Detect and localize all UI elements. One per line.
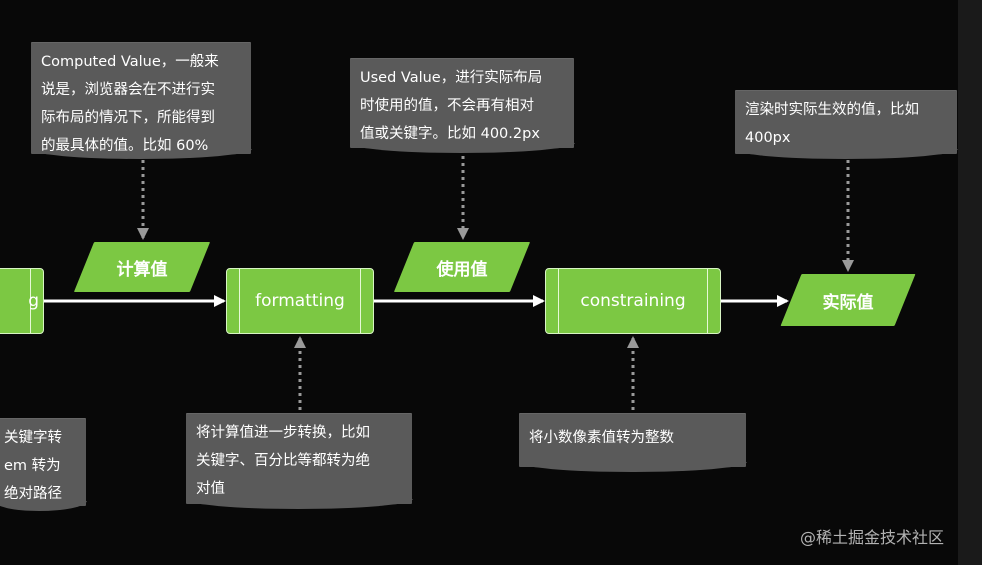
process-left-label: g xyxy=(28,291,39,311)
note-computed-text: Computed Value，一般来 说是，浏览器会在不进行实 际布局的情况下，… xyxy=(41,54,219,154)
process-constraining: constraining xyxy=(545,268,721,334)
process-bar xyxy=(707,269,708,333)
note-formatting-text: 将计算值进一步转换，比如 关键字、百分比等都转为绝 对值 xyxy=(196,425,370,497)
note-used-text: Used Value，进行实际布局 时使用的值，不会再有相对 值或关键字。比如 … xyxy=(360,70,543,142)
value-computed-label: 计算值 xyxy=(116,259,168,280)
value-actual-label: 实际值 xyxy=(822,292,874,313)
side-strip xyxy=(958,0,982,565)
value-used-label: 使用值 xyxy=(436,259,488,280)
note-computed-value: Computed Value，一般来 说是，浏览器会在不进行实 际布局的情况下，… xyxy=(31,42,251,154)
note-constraining-text: 将小数像素值转为整数 xyxy=(529,430,674,446)
watermark: @稀土掘金技术社区 xyxy=(800,528,945,547)
process-formatting: formatting xyxy=(226,268,374,334)
note-left-text: 关键字转 em 转为 绝对路径 xyxy=(4,430,62,502)
value-computed: 计算值 xyxy=(73,242,211,292)
note-formatting: 将计算值进一步转换，比如 关键字、百分比等都转为绝 对值 xyxy=(186,413,412,504)
process-bar xyxy=(360,269,361,333)
process-constraining-label: constraining xyxy=(580,291,686,311)
process-formatting-label: formatting xyxy=(255,291,345,311)
note-left-partial: 关键字转 em 转为 绝对路径 xyxy=(0,418,86,506)
process-bar xyxy=(239,269,240,333)
value-actual: 实际值 xyxy=(780,274,916,326)
value-used: 使用值 xyxy=(393,242,531,292)
process-left-partial: g xyxy=(0,268,44,334)
note-actual-value: 渲染时实际生效的值，比如 400px xyxy=(735,90,957,154)
note-used-value: Used Value，进行实际布局 时使用的值，不会再有相对 值或关键字。比如 … xyxy=(350,58,574,148)
process-bar xyxy=(30,269,31,333)
process-bar xyxy=(558,269,559,333)
note-actual-text: 渲染时实际生效的值，比如 400px xyxy=(745,102,919,146)
note-constraining: 将小数像素值转为整数 xyxy=(519,413,746,467)
